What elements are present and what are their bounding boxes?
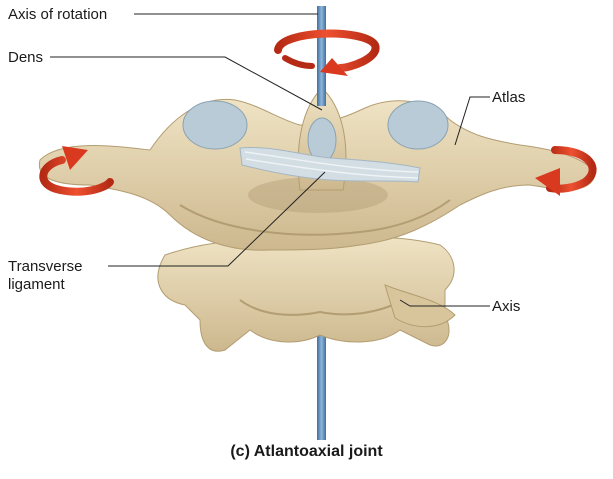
left-superior-facet — [182, 100, 248, 150]
leader-transverse-ligament — [108, 171, 326, 267]
leader-axis — [399, 299, 490, 307]
axis-vertebra — [157, 237, 456, 352]
leader-atlas — [454, 96, 490, 146]
label-dens: Dens — [8, 49, 44, 66]
axis-rod-upper — [317, 6, 326, 106]
label-transverse-ligament: Transverse ligament — [8, 258, 83, 293]
right-superior-facet — [387, 100, 449, 150]
label-axis: Axis — [492, 298, 521, 315]
label-axis-of-rotation: Axis of rotation — [8, 6, 108, 23]
figure-caption: (c) Atlantoaxial joint — [230, 443, 383, 460]
label-atlas: Atlas — [492, 89, 526, 106]
top-rotation-arrow — [274, 29, 380, 76]
leader-dens — [50, 56, 323, 111]
right-rotation-arrow — [535, 146, 597, 196]
left-rotation-arrow — [39, 146, 114, 196]
axis-rod-lower — [317, 300, 326, 440]
